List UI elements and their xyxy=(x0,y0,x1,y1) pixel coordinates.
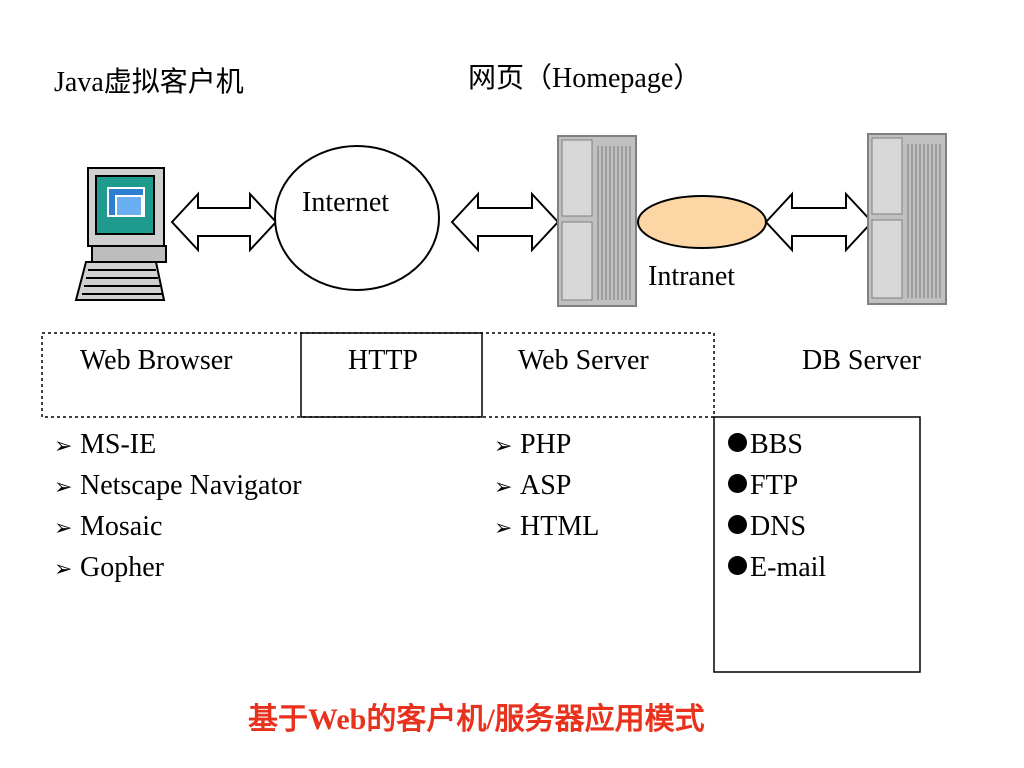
list-item: ➢ASP xyxy=(494,465,599,506)
filled-circle-bullet-icon xyxy=(728,556,747,575)
filled-circle-bullet-icon xyxy=(728,433,747,452)
server-tower-icon xyxy=(867,133,947,305)
list-item: ➢HTML xyxy=(494,506,599,547)
arrowhead-bullet-icon: ➢ xyxy=(494,434,513,459)
intranet-cloud xyxy=(637,195,767,249)
db-services-list: BBS FTP DNS E-mail xyxy=(728,424,826,588)
db-services-box xyxy=(713,416,921,673)
arrowhead-bullet-icon: ➢ xyxy=(494,516,513,541)
list-item: ➢Netscape Navigator xyxy=(54,465,302,506)
double-arrow-icon xyxy=(170,191,278,253)
list-item: ➢Mosaic xyxy=(54,506,302,547)
web-browser-label: Web Browser xyxy=(80,345,233,376)
list-item: ➢PHP xyxy=(494,424,599,465)
http-label: HTTP xyxy=(348,345,418,376)
arrowhead-bullet-icon: ➢ xyxy=(54,434,73,459)
arrowhead-bullet-icon: ➢ xyxy=(54,516,73,541)
filled-circle-bullet-icon xyxy=(728,515,747,534)
double-arrow-icon xyxy=(764,191,874,253)
homepage-label: 网页（Homepage） xyxy=(468,63,702,94)
filled-circle-bullet-icon xyxy=(728,474,747,493)
computer-icon xyxy=(74,167,167,301)
list-item: FTP xyxy=(728,465,826,506)
list-item: ➢MS-IE xyxy=(54,424,302,465)
internet-label: Internet xyxy=(302,187,390,218)
diagram-caption: 基于Web的客户机/服务器应用模式 xyxy=(248,703,705,736)
arrowhead-bullet-icon: ➢ xyxy=(494,475,513,500)
db-server-label: DB Server xyxy=(802,345,921,376)
list-item: ➢Gopher xyxy=(54,547,302,588)
list-item: BBS xyxy=(728,424,826,465)
intranet-label: Intranet xyxy=(648,261,736,292)
arrowhead-bullet-icon: ➢ xyxy=(54,475,73,500)
jvm-client-label: Java虚拟客户机 xyxy=(54,67,244,98)
list-item: E-mail xyxy=(728,547,826,588)
http-box xyxy=(300,332,483,418)
browser-list: ➢MS-IE ➢Netscape Navigator ➢Mosaic ➢Goph… xyxy=(54,424,302,588)
internet-cloud xyxy=(274,145,440,291)
web-server-label: Web Server xyxy=(518,345,649,376)
server-tech-list: ➢PHP ➢ASP ➢HTML xyxy=(494,424,599,547)
server-tower-icon xyxy=(557,135,637,307)
arrowhead-bullet-icon: ➢ xyxy=(54,557,73,582)
double-arrow-icon xyxy=(450,191,560,253)
list-item: DNS xyxy=(728,506,826,547)
